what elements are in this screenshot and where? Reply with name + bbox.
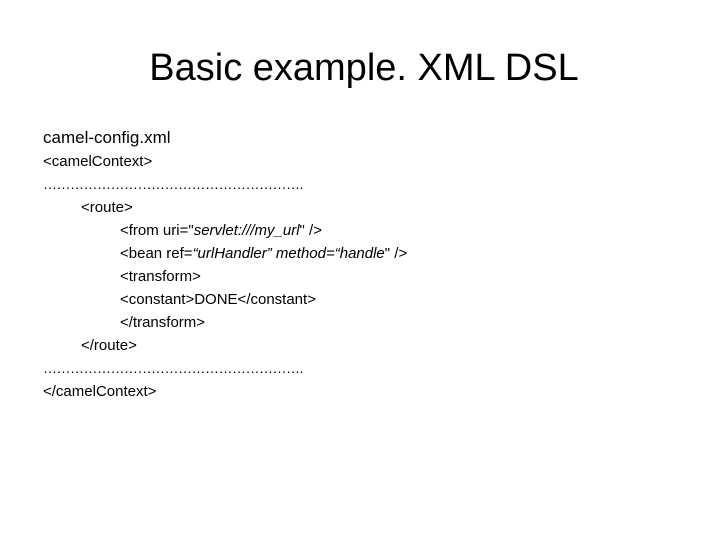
- route-open-line: <route>: [81, 199, 133, 216]
- bean-prefix: <bean ref=: [120, 245, 193, 262]
- ellipsis-bottom: ………………………………………………….: [43, 360, 303, 376]
- bean-method: “handle: [334, 245, 385, 262]
- code-block: camel-config.xml <camelContext> ………………………: [43, 126, 703, 403]
- camel-context-open-line: <camelContext>: [43, 153, 153, 170]
- route-close-line: </route>: [81, 337, 137, 354]
- from-uri: servlet:///my_url: [193, 222, 300, 239]
- from-line: <from uri="servlet:///my_url" />: [43, 219, 703, 242]
- slide-title: Basic example. XML DSL: [149, 47, 579, 89]
- bean-ref: “urlHandler”: [192, 245, 272, 262]
- camel-context-close-line: </camelContext>: [43, 383, 157, 400]
- from-suffix: " />: [299, 222, 322, 239]
- filename-label: camel-config.xml: [43, 128, 171, 147]
- bean-method-label: method=: [271, 245, 335, 262]
- transform-open-line: <transform>: [120, 268, 201, 285]
- transform-close-line: </transform>: [120, 314, 206, 331]
- bean-suffix: " />: [384, 245, 408, 262]
- constant-line: <constant>DONE</constant>: [120, 291, 316, 308]
- ellipsis-top: ………………………………………………….: [43, 176, 303, 192]
- from-prefix: <from uri=": [120, 222, 194, 239]
- bean-line: <bean ref=“urlHandler” method=“handle" /…: [43, 242, 703, 265]
